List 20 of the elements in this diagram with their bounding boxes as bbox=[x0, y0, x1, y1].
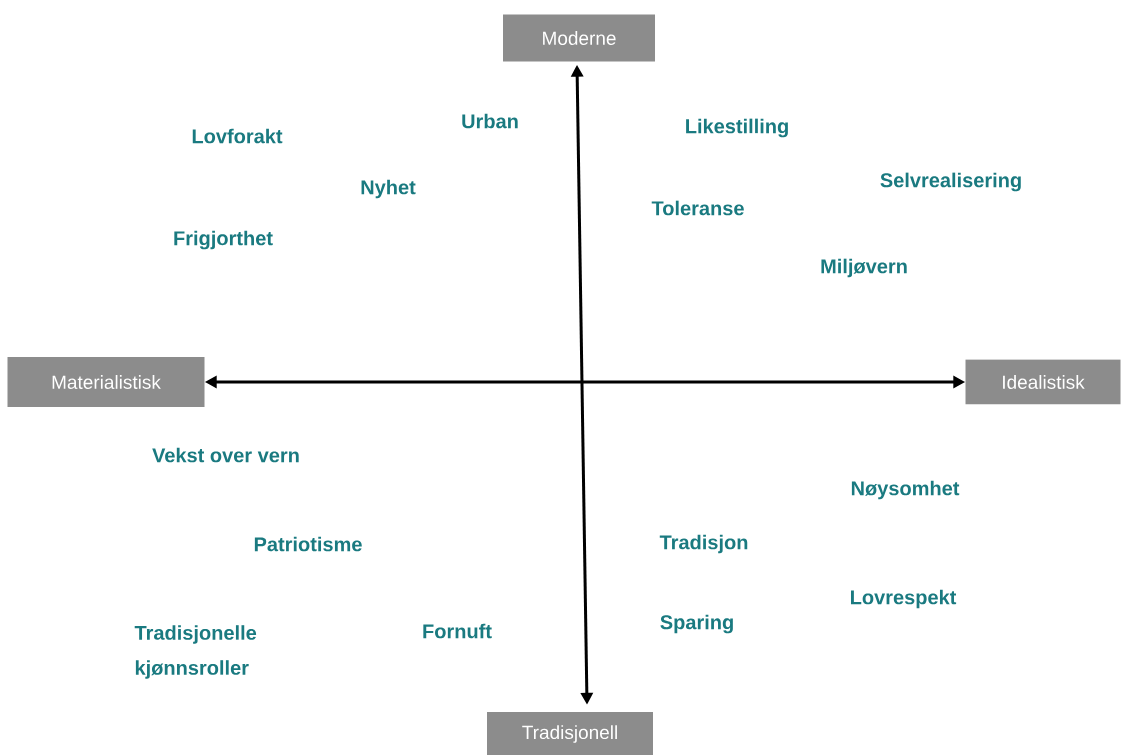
value-label: Lovrespekt bbox=[851, 589, 957, 609]
value-label: Tradisjonelle kjønnsroller bbox=[134, 625, 257, 679]
axis-label-box: Idealistisk bbox=[965, 359, 1121, 405]
value-label: Sparing bbox=[660, 614, 733, 634]
axis-label-box: Materialistisk bbox=[7, 357, 205, 407]
value-label: Tradisjon bbox=[659, 534, 748, 554]
value-label: Miljøvern bbox=[821, 258, 907, 278]
value-label: Urban bbox=[462, 113, 518, 129]
value-label: Toleranse bbox=[651, 200, 744, 216]
axis-label-box: Tradisjonell bbox=[487, 712, 653, 755]
value-label: Nyhet bbox=[361, 179, 416, 199]
value-label: Lovforakt bbox=[192, 128, 283, 144]
value-label: Likestilling bbox=[686, 118, 788, 138]
value-label: Vekst over vern bbox=[152, 447, 299, 463]
value-label: Fornuft bbox=[423, 623, 492, 639]
value-label: Selvrealisering bbox=[880, 172, 1021, 192]
axis-label-box: Moderne bbox=[503, 14, 655, 62]
value-label: Patriotisme bbox=[254, 536, 362, 552]
value-label: Frigjorthet bbox=[174, 230, 273, 250]
value-label: Nøysomhet bbox=[851, 480, 960, 500]
